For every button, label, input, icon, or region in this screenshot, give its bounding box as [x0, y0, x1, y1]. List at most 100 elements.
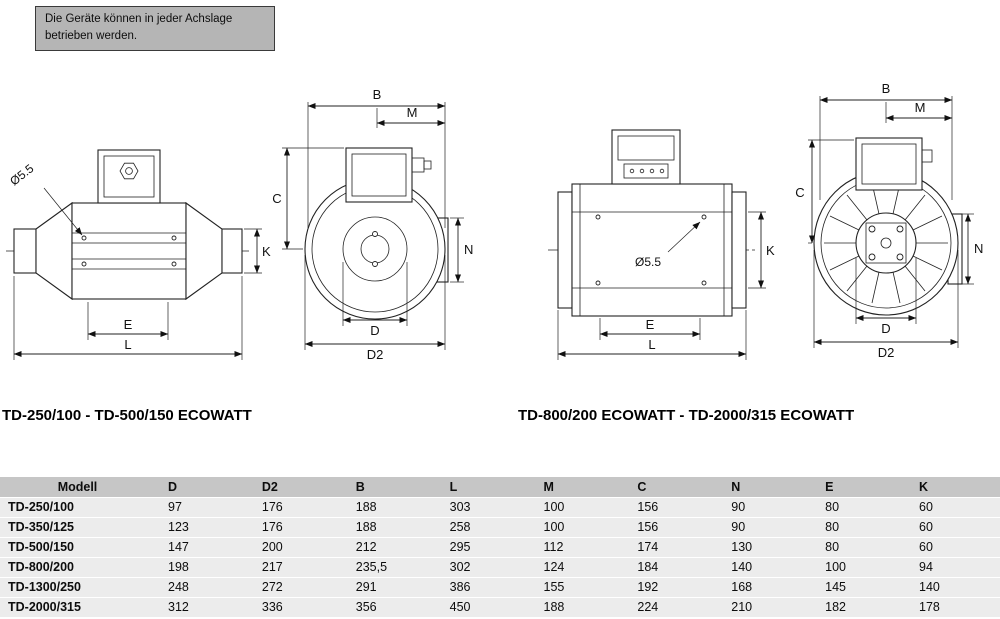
- value-cell: 291: [342, 577, 437, 598]
- junction-box: [345, 147, 413, 203]
- cable-gland: [411, 157, 425, 173]
- value-cell: 272: [248, 577, 343, 598]
- dim-label-hole-diameter: Ø5.5: [635, 255, 661, 269]
- value-cell: 200: [248, 537, 343, 558]
- value-cell: 130: [718, 537, 813, 558]
- column-header: N: [718, 477, 813, 498]
- value-cell: 60: [906, 517, 1000, 538]
- column-header: E: [812, 477, 906, 498]
- value-cell: 188: [342, 517, 437, 538]
- value-cell: 224: [624, 597, 719, 618]
- value-cell: 184: [624, 557, 719, 578]
- junction-box: [97, 149, 161, 204]
- value-cell: 168: [718, 577, 813, 598]
- dim-label-c: C: [272, 191, 281, 206]
- dim-label-b: B: [373, 87, 382, 102]
- dim-label-e: E: [124, 317, 133, 332]
- value-cell: 188: [530, 597, 625, 618]
- dim-label-m: M: [407, 105, 418, 120]
- value-cell: 60: [906, 497, 1000, 518]
- model-cell: TD-350/125: [0, 517, 155, 538]
- dim-label-k: K: [262, 244, 271, 259]
- column-header: K: [906, 477, 1000, 498]
- value-cell: 303: [436, 497, 531, 518]
- value-cell: 100: [530, 497, 625, 518]
- value-cell: 124: [530, 557, 625, 578]
- cable-gland: [921, 149, 933, 163]
- value-cell: 97: [155, 497, 249, 518]
- value-cell: 90: [718, 517, 813, 538]
- column-header: M: [530, 477, 625, 498]
- dim-label-d: D: [370, 323, 379, 338]
- drawing-large-fan-side-view: Ø5.5 E L K: [548, 129, 775, 360]
- value-cell: 155: [530, 577, 625, 598]
- value-cell: 156: [624, 517, 719, 538]
- value-cell: 112: [530, 537, 625, 558]
- value-cell: 80: [812, 517, 906, 538]
- value-cell: 80: [812, 497, 906, 518]
- value-cell: 235,5: [342, 557, 437, 578]
- value-cell: 176: [248, 497, 343, 518]
- duct-ring-left: [557, 191, 573, 309]
- value-cell: 192: [624, 577, 719, 598]
- technical-drawings: Ø5.5 E L K: [6, 81, 983, 362]
- drawing-small-fan-side-view: Ø5.5 E L K: [6, 149, 271, 360]
- value-cell: 312: [155, 597, 249, 618]
- value-cell: 145: [812, 577, 906, 598]
- caption-small-models: TD-250/100 - TD-500/150 ECOWATT: [2, 407, 252, 424]
- note-box: Die Geräte können in jeder Achslage betr…: [35, 6, 275, 51]
- column-header: C: [624, 477, 719, 498]
- dim-label-d: D: [881, 321, 890, 336]
- duct-spigot-left: [13, 228, 37, 274]
- dim-label-e: E: [646, 317, 655, 332]
- value-cell: 100: [530, 517, 625, 538]
- hex-nut-icon: [119, 162, 139, 180]
- cone-right: [185, 201, 223, 301]
- dim-label-d2: D2: [367, 347, 384, 362]
- model-cell: TD-250/100: [0, 497, 155, 518]
- value-cell: 212: [342, 537, 437, 558]
- value-cell: 258: [436, 517, 531, 538]
- value-cell: 80: [812, 537, 906, 558]
- impeller-hub: [855, 212, 917, 274]
- value-cell: 140: [718, 557, 813, 578]
- drawing-small-fan-front-view: B M C N D D2: [272, 87, 473, 362]
- value-cell: 156: [624, 497, 719, 518]
- dim-label-d2: D2: [878, 345, 895, 360]
- value-cell: 336: [248, 597, 343, 618]
- value-cell: 198: [155, 557, 249, 578]
- dim-label-l: L: [124, 337, 131, 352]
- dim-label-c: C: [795, 185, 804, 200]
- value-cell: 450: [436, 597, 531, 618]
- note-line-2: betrieben werden.: [45, 30, 138, 43]
- model-cell: TD-500/150: [0, 537, 155, 558]
- column-header: D: [155, 477, 249, 498]
- column-header: Modell: [0, 477, 155, 498]
- dim-label-n: N: [464, 242, 473, 257]
- caption-large-models: TD-800/200 ECOWATT - TD-2000/315 ECOWATT: [518, 407, 855, 424]
- dim-label-n: N: [974, 241, 983, 256]
- value-cell: 123: [155, 517, 249, 538]
- dim-label-m: M: [915, 100, 926, 115]
- dim-label-hole-diameter: Ø5.5: [7, 161, 36, 188]
- value-cell: 302: [436, 557, 531, 578]
- model-cell: TD-800/200: [0, 557, 155, 578]
- value-cell: 140: [906, 577, 1000, 598]
- column-header: B: [342, 477, 437, 498]
- junction-box: [611, 129, 681, 185]
- duct-ring-right: [731, 191, 747, 309]
- dim-label-k: K: [766, 243, 775, 258]
- dim-label-l: L: [648, 337, 655, 352]
- value-cell: 386: [436, 577, 531, 598]
- junction-box: [855, 137, 923, 191]
- value-cell: 176: [248, 517, 343, 538]
